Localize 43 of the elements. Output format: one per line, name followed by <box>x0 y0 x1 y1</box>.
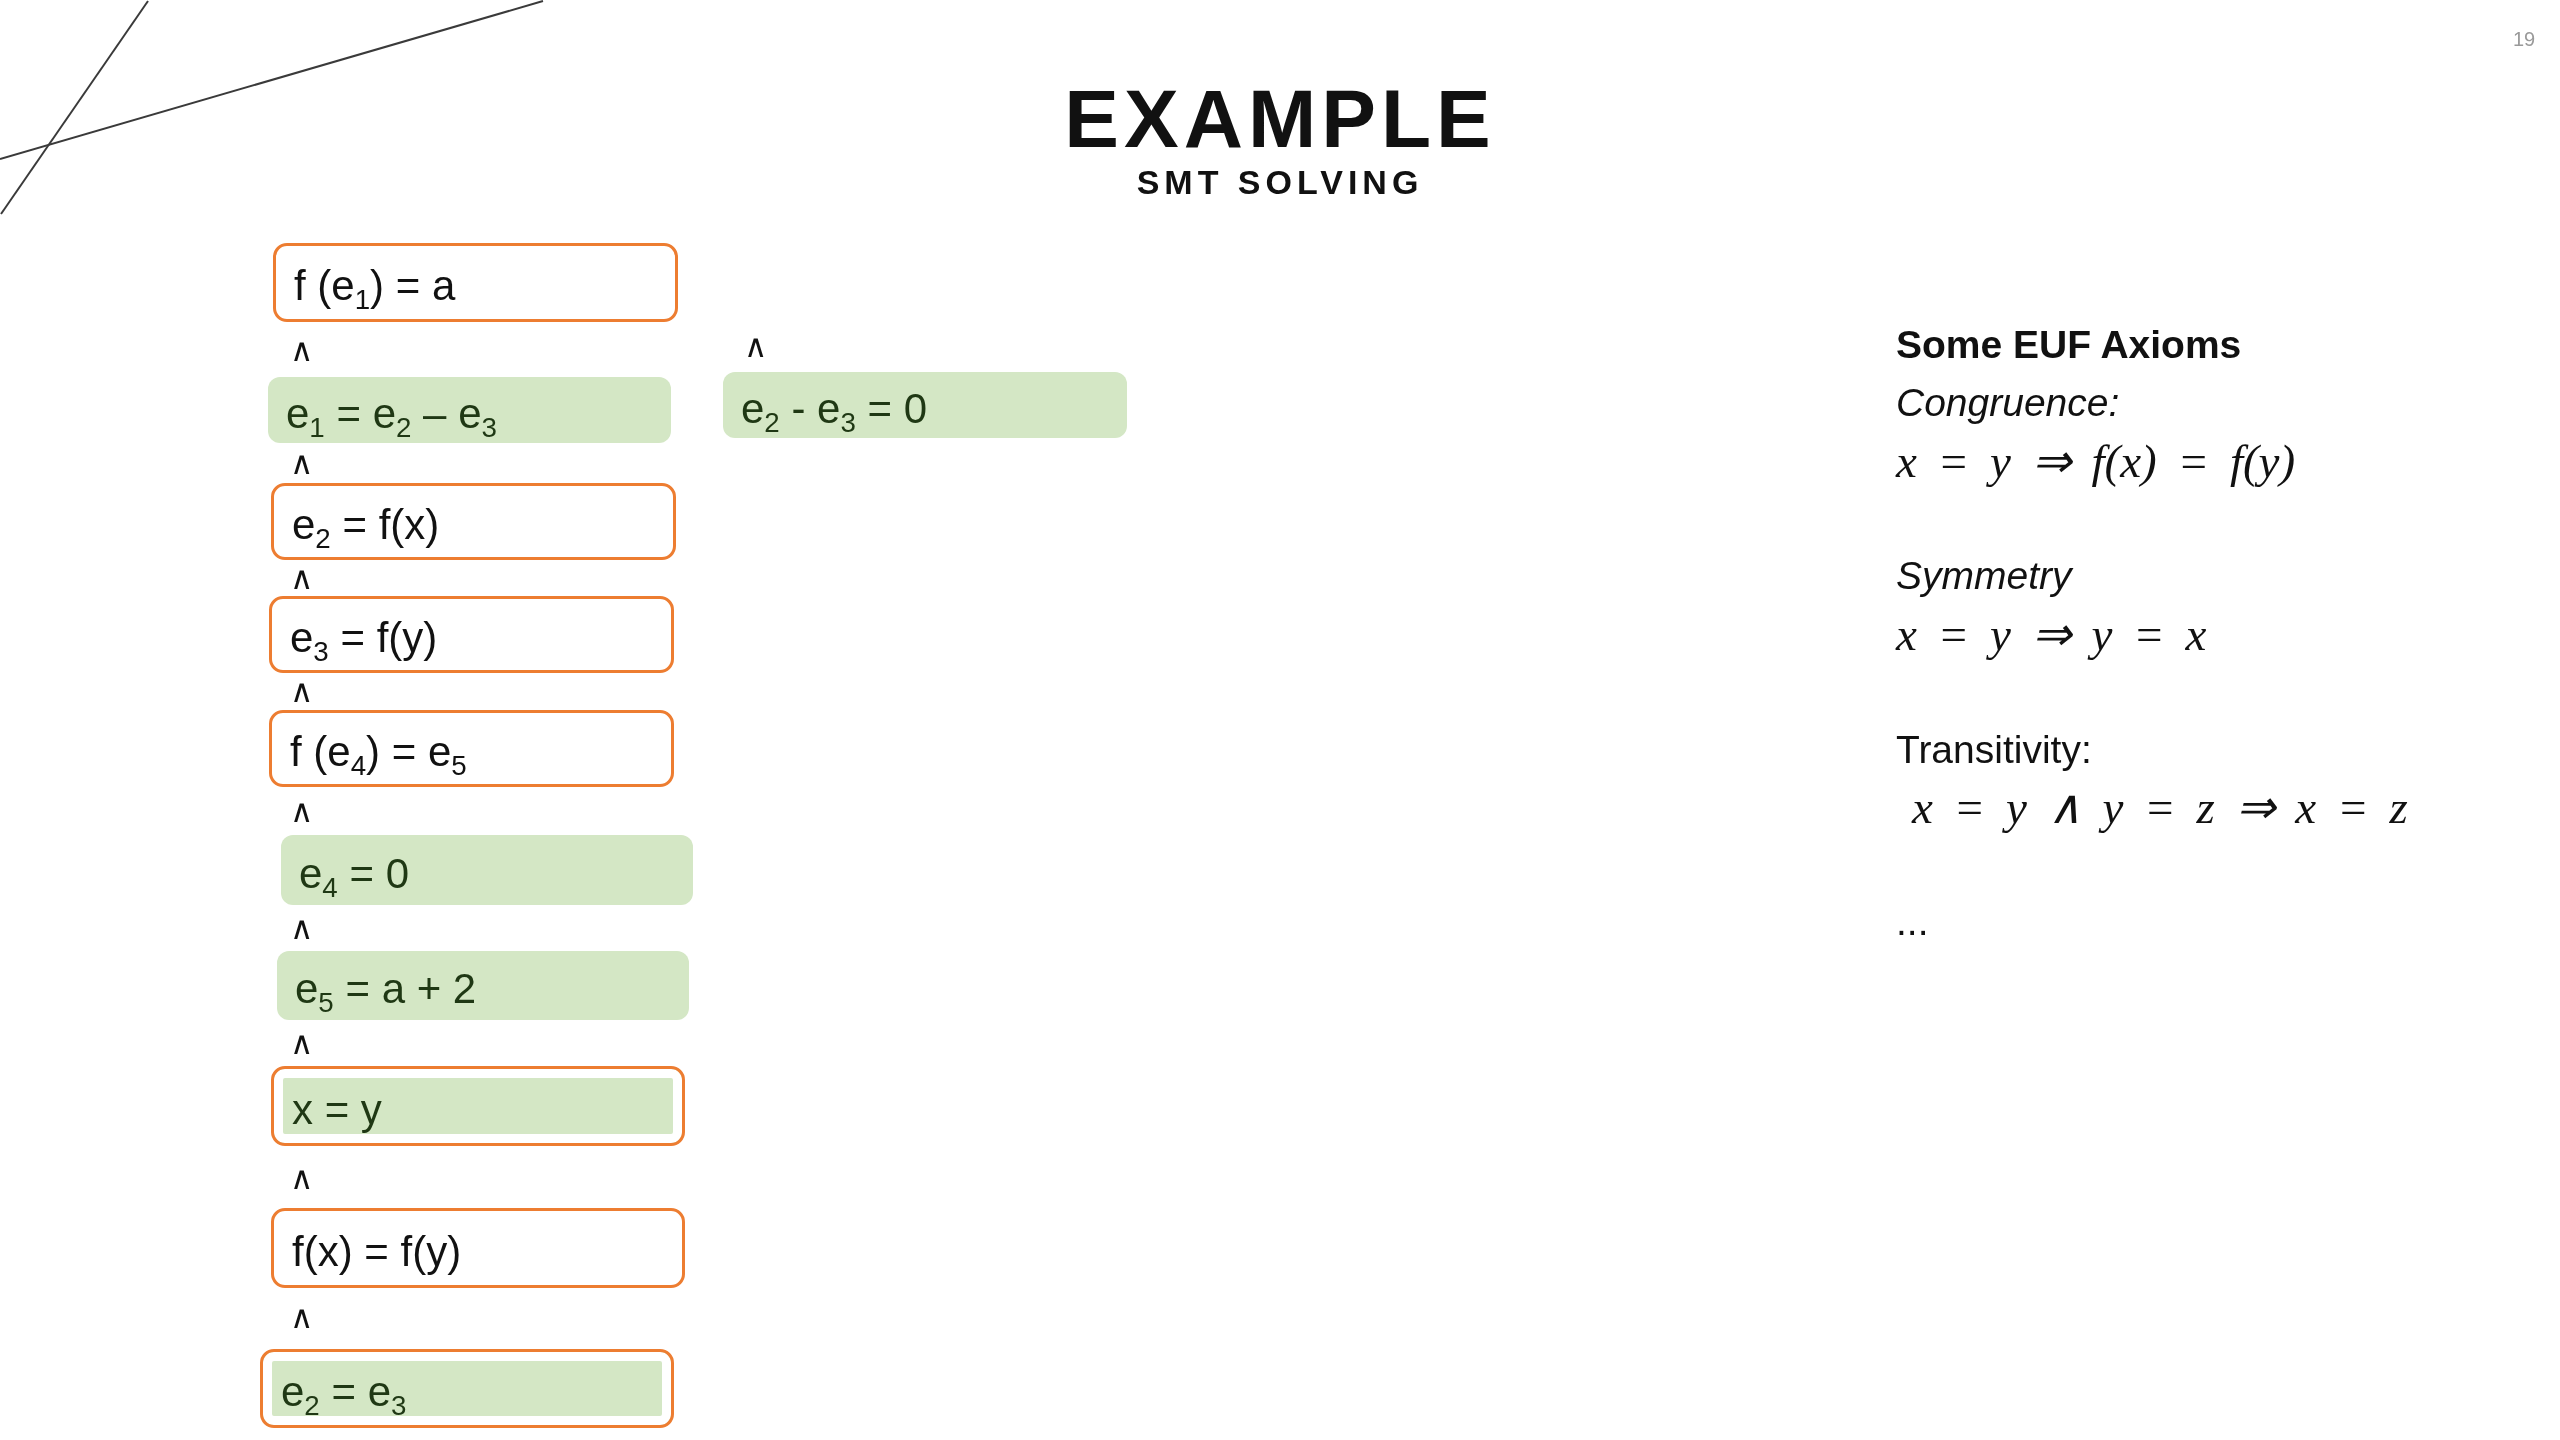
logical-and-symbol: ∧ <box>290 1162 314 1194</box>
constraint-text: e$_{4}$ = 0 <box>299 849 409 899</box>
logical-and-symbol: ∧ <box>290 334 314 366</box>
axiom-name: Symmetry <box>1896 553 2072 599</box>
highlighted-constraint-box <box>723 372 1127 438</box>
constraint-text: e$_{2}$ = f(x) <box>292 501 440 550</box>
constraint-text: f (e$_{1}$) = a <box>294 262 456 311</box>
constraint-box <box>269 710 674 787</box>
logical-and-symbol: ∧ <box>290 562 314 594</box>
ellipsis: ... <box>1896 899 1929 945</box>
constraint-text: e$_{1}$ = e$_{2}$ – e$_{3}$ <box>286 389 497 439</box>
logical-and-symbol: ∧ <box>290 1027 314 1059</box>
constraint-text: f(x) = f(y) <box>292 1227 462 1277</box>
constraint-text: e$_{2}$ = e$_{3}$ <box>281 1368 407 1417</box>
heading: Some EUF Axioms <box>1896 322 2242 368</box>
axiom-name: Transitivity: <box>1896 727 2092 773</box>
constraint-text: e$_{3}$ = f(y) <box>290 614 438 663</box>
highlighted-constraint-box <box>260 1349 674 1428</box>
constraint-box <box>269 596 674 673</box>
highlighted-constraint-box <box>277 951 689 1020</box>
formula: x = y ⇒ f(x) = f(y) <box>1896 434 2296 488</box>
constraint-text: x = y <box>292 1085 382 1135</box>
logical-and-symbol: ∧ <box>290 795 314 827</box>
formula: x = y ⇒ y = x <box>1896 607 2207 661</box>
subtitle: SMT SOLVING <box>1136 163 1424 203</box>
constraint-box <box>271 1208 685 1288</box>
constraint-text: f (e$_{4}$) = e$_{5}$ <box>290 728 467 777</box>
logical-and-symbol: ∧ <box>290 447 314 479</box>
highlighted-constraint-box <box>281 835 693 905</box>
constraint-box <box>273 243 678 322</box>
axiom-name: Congruence: <box>1896 380 2120 426</box>
title: EXAMPLE <box>1064 78 1496 160</box>
logical-and-symbol: ∧ <box>290 912 314 944</box>
constraint-box <box>271 483 676 560</box>
constraint-text: e$_{2}$ - e$_{3}$ = 0 <box>741 384 928 434</box>
logical-and-symbol: ∧ <box>744 330 768 362</box>
logical-and-symbol: ∧ <box>290 675 314 707</box>
formula: x = y ∧ y = z ⇒ x = z <box>1912 780 2408 834</box>
highlighted-constraint-box <box>271 1066 685 1146</box>
logical-and-symbol: ∧ <box>290 1301 314 1333</box>
highlighted-constraint-box <box>268 377 671 443</box>
page-number: 19 <box>2513 27 2536 51</box>
constraint-text: e$_{5}$ = a + 2 <box>295 965 477 1014</box>
